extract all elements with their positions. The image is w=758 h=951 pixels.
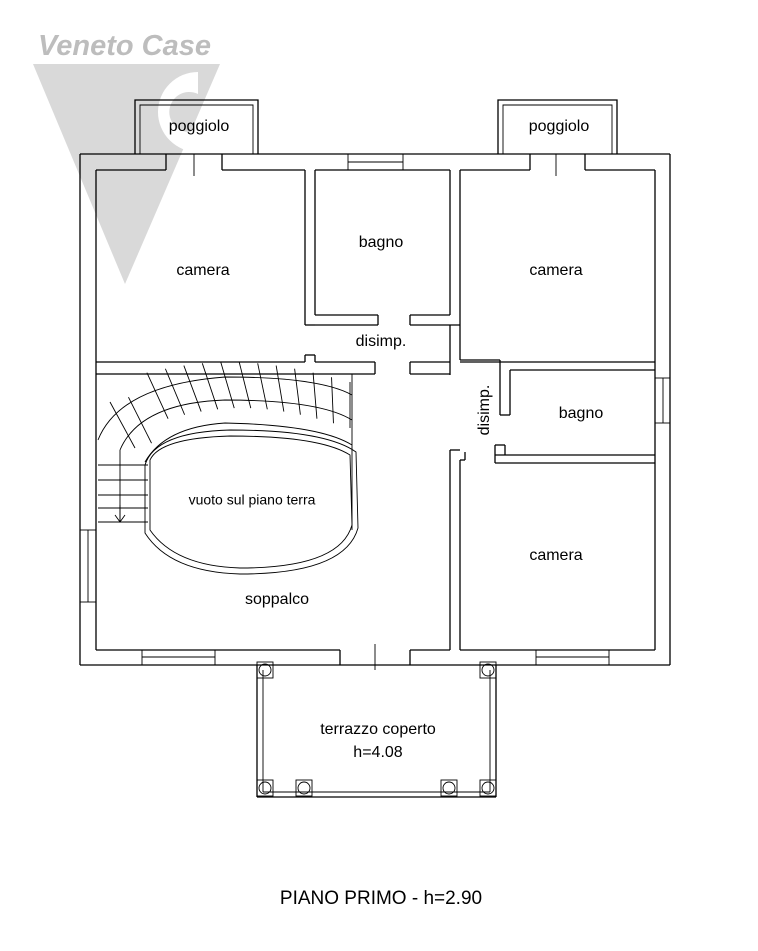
- interior-walls: [96, 170, 655, 650]
- label-terrazzo-height: h=4.08: [353, 744, 402, 761]
- label-disimp-center: disimp.: [356, 333, 407, 350]
- label-void: vuoto sul piano terra: [189, 492, 316, 508]
- label-soppalco: soppalco: [245, 591, 309, 608]
- void-outline: [144, 429, 359, 575]
- label-poggiolo-right: poggiolo: [529, 118, 590, 135]
- label-bagno-right: bagno: [559, 405, 604, 422]
- label-terrazzo: terrazzo coperto: [320, 721, 436, 738]
- windows: [79, 153, 671, 666]
- label-poggiolo-left: poggiolo: [169, 118, 230, 135]
- label-camera-se: camera: [529, 547, 582, 564]
- floor-title: PIANO PRIMO - h=2.90: [280, 888, 482, 909]
- covered-terrace: [256, 661, 497, 798]
- logo-text: Veneto Case: [38, 30, 211, 62]
- balconies: [134, 99, 618, 154]
- veneto-case-logo: Veneto Case: [33, 30, 220, 284]
- label-bagno-top: bagno: [359, 234, 404, 251]
- label-camera-ne: camera: [529, 262, 582, 279]
- label-camera-nw: camera: [176, 262, 229, 279]
- label-disimp-vertical: disimp.: [476, 385, 493, 436]
- curved-staircase: [97, 362, 353, 530]
- room-labels: poggiolo poggiolo camera bagno camera di…: [169, 118, 604, 761]
